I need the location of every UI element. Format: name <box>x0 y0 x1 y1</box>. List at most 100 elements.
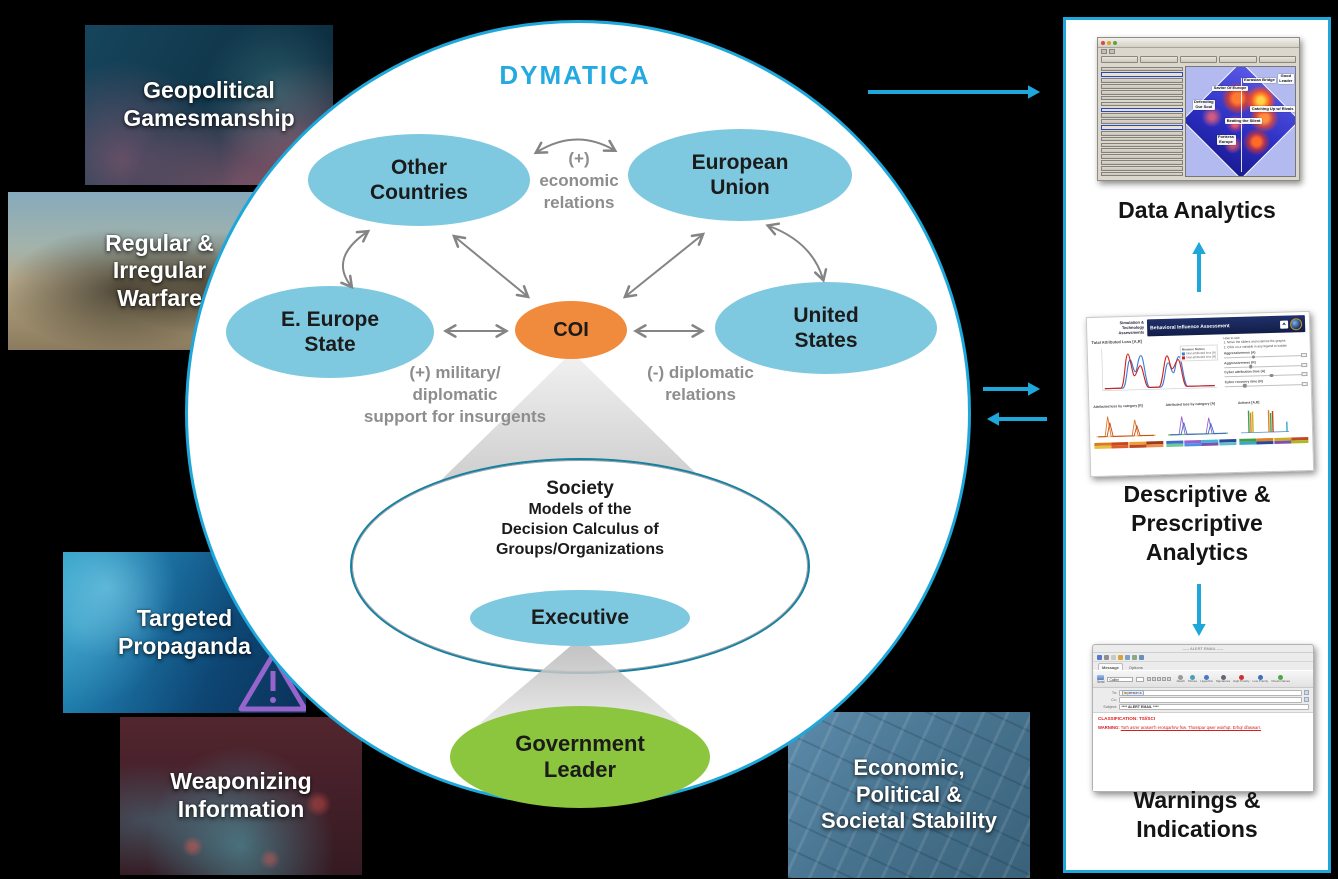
printer-icon <box>1139 654 1144 660</box>
node-e-europe-state: E. Europe State <box>226 286 434 378</box>
plot-label: Defending Our Soul <box>1192 99 1216 110</box>
tab-message: Message <box>1098 663 1123 670</box>
paste-icon <box>1125 654 1130 660</box>
slider-cyber-recovery: Cyber recovery time (R) <box>1225 378 1308 388</box>
email-body: CLASSIFICATION: TS//SCI WARNING: Torh as… <box>1093 713 1313 791</box>
classification-line: CLASSIFICATION: TS//SCI <box>1098 716 1156 721</box>
send-button: Send <box>1097 674 1105 684</box>
node-european-union: European Union <box>628 129 852 221</box>
check-names-button: Check Names <box>1271 674 1290 683</box>
plot-label: Eurasian Bridge <box>1242 77 1277 84</box>
tab-options: Options <box>1128 664 1143 670</box>
plot-label: Good Leader <box>1277 73 1294 84</box>
data-analytics-screenshot: Savior Of Europe Eurasian Bridge Good Le… <box>1097 37 1300 181</box>
font-size-select <box>1136 676 1145 682</box>
belief-list <box>1101 66 1183 177</box>
low-priority-icon <box>1257 674 1263 680</box>
dashboard-org-label: Simulation & Technology Assessments <box>1118 319 1145 336</box>
cc-label: Cc: <box>1111 697 1117 702</box>
send-icon <box>1097 674 1105 680</box>
plot-label: Savior Of Europe <box>1212 85 1248 92</box>
tile-label: Targeted Propaganda <box>118 604 251 659</box>
print-icon <box>1104 654 1109 660</box>
plot-label: Fortress Europe <box>1216 134 1236 145</box>
dashboard-title: Behavioral Influence Assessment <box>1150 322 1230 331</box>
address-book-icon <box>1304 690 1309 696</box>
attach-button: Attach <box>1176 674 1185 683</box>
node-government-leader: Government Leader <box>450 706 710 808</box>
total-attributed-loss-chart <box>1101 348 1217 392</box>
dashboard-header-bar: Behavioral Influence Assessment <box>1146 315 1306 337</box>
node-united-states: United States <box>715 282 937 374</box>
sandia-logo-icon <box>1279 320 1289 329</box>
slider-aggressiveness-a: Aggressiveness (A) <box>1224 349 1308 359</box>
person-check-icon <box>1278 674 1284 680</box>
picture-icon <box>1190 674 1196 680</box>
tile-label: Regular & Irregular Warfare <box>105 229 214 311</box>
presence-dot-icon <box>1124 691 1127 694</box>
format-buttons <box>1147 677 1172 681</box>
relation-diplomatic-label: (-) diplomatic relations <box>647 363 754 405</box>
copy-icon <box>1118 654 1123 660</box>
window-tab-buttons <box>1098 55 1299 64</box>
window-toolbar <box>1098 48 1299 55</box>
tile-label: Geopolitical Gamesmanship <box>123 77 295 131</box>
to-field-row: To: person a <box>1097 689 1309 696</box>
email-quick-toolbar <box>1093 653 1313 662</box>
pen-icon <box>1220 674 1226 680</box>
slider-cyber-attribution: Cyber attribution time (A) <box>1224 368 1308 378</box>
actions-chart: Actions [A,R] <box>1238 399 1309 445</box>
descriptive-prescriptive-screenshot: Simulation & Technology Assessments Beha… <box>1085 310 1315 478</box>
hyperlink-icon <box>1204 674 1210 680</box>
node-other-countries: Other Countries <box>308 134 530 226</box>
tile-label: Weaponizing Information <box>170 768 312 822</box>
low-priority-button: Low Priority <box>1253 674 1268 683</box>
node-executive: Executive <box>470 590 690 646</box>
tile-economic-political-societal-stability: Economic, Political & Societal Stability <box>788 712 1030 878</box>
tile-label: Economic, Political & Societal Stability <box>820 755 998 834</box>
plot-label: Beating the Silent <box>1225 117 1263 124</box>
window-titlebar <box>1098 38 1299 48</box>
email-ribbon: Send Calibri Attach Picture Hyperlink Si… <box>1093 670 1313 688</box>
society-subtitle: Models of the Decision Calculus of Group… <box>495 501 664 558</box>
tile-geopolitical-gamesmanship: Geopolitical Gamesmanship <box>85 25 333 185</box>
tile-weaponizing-information: Weaponizing Information <box>120 717 362 875</box>
hyperlink-button: Hyperlink <box>1200 674 1213 683</box>
save-icon <box>1097 654 1102 660</box>
globe-icon <box>1289 317 1303 330</box>
subject-field-row: Subject: **** ALERT EMAIL **** <box>1097 704 1309 710</box>
dashboard-howto-text: How to use: 1. Move the sliders and exam… <box>1223 335 1287 349</box>
node-coi: COI <box>515 301 627 359</box>
font-select: Calibri <box>1107 676 1134 682</box>
high-priority-icon <box>1238 674 1244 680</box>
zoom-icon <box>1113 40 1117 45</box>
email-tabs: Message Options <box>1093 662 1313 670</box>
plot-axis-line <box>1240 77 1242 172</box>
chart-legend: Measure Names total attributed loss [A] … <box>1179 344 1219 362</box>
society-title: Society <box>546 478 614 499</box>
picture-button: Picture <box>1188 674 1197 683</box>
stage-label-descriptive-prescriptive: Descriptive & Prescriptive Analytics <box>1123 481 1271 565</box>
stage-label-data-analytics: Data Analytics <box>1118 197 1276 223</box>
alert-email-screenshot: ----- ALERT EMAIL ----- Message Options … <box>1092 644 1314 792</box>
to-label: To: <box>1111 690 1117 695</box>
minimize-icon <box>1107 40 1111 45</box>
paperclip-icon <box>1178 674 1184 680</box>
surface-plot: Savior Of Europe Eurasian Bridge Good Le… <box>1185 66 1296 177</box>
warning-line: WARNING: Torh asrer araswr'h erosqarhrw … <box>1098 725 1262 730</box>
plot-label: Catching Up w/ Rivals <box>1250 105 1295 112</box>
relation-military-label: (+) military/ diplomatic support for ins… <box>363 363 547 427</box>
close-icon <box>1101 40 1105 45</box>
signatures-button: Signatures <box>1216 674 1230 683</box>
warning-triangle-icon <box>238 652 306 712</box>
to-input: person a <box>1119 689 1302 696</box>
email-window-title: ----- ALERT EMAIL ----- <box>1093 645 1313 653</box>
undo-icon <box>1132 654 1137 660</box>
cc-field-row: Cc: <box>1097 697 1309 703</box>
attributed-loss-a-chart: Attributed loss by category [A] <box>1166 401 1237 447</box>
attributed-loss-r-chart: Attributed loss by category [R] <box>1093 403 1164 449</box>
cc-input <box>1119 697 1302 703</box>
subject-input: **** ALERT EMAIL **** <box>1119 704 1309 710</box>
slider-aggressiveness-r: Aggressiveness (R) <box>1224 359 1308 369</box>
stage-label-warnings-indications: Warnings & Indications <box>1133 787 1261 842</box>
